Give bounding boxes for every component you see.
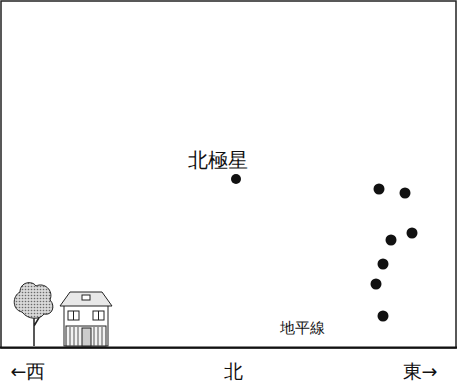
direction-label: ←西: [11, 362, 46, 381]
horizon-label: 地平線: [280, 321, 325, 336]
direction-label: 北: [224, 362, 243, 381]
horizon-line: [0, 347, 457, 349]
polaris-star: [231, 174, 241, 184]
direction-label: 東→: [403, 362, 438, 381]
big-dipper: [371, 184, 418, 322]
tree: [14, 283, 53, 346]
sky-frame: [1, 1, 456, 348]
house: [60, 292, 112, 346]
star-label: 北極星: [188, 150, 248, 170]
